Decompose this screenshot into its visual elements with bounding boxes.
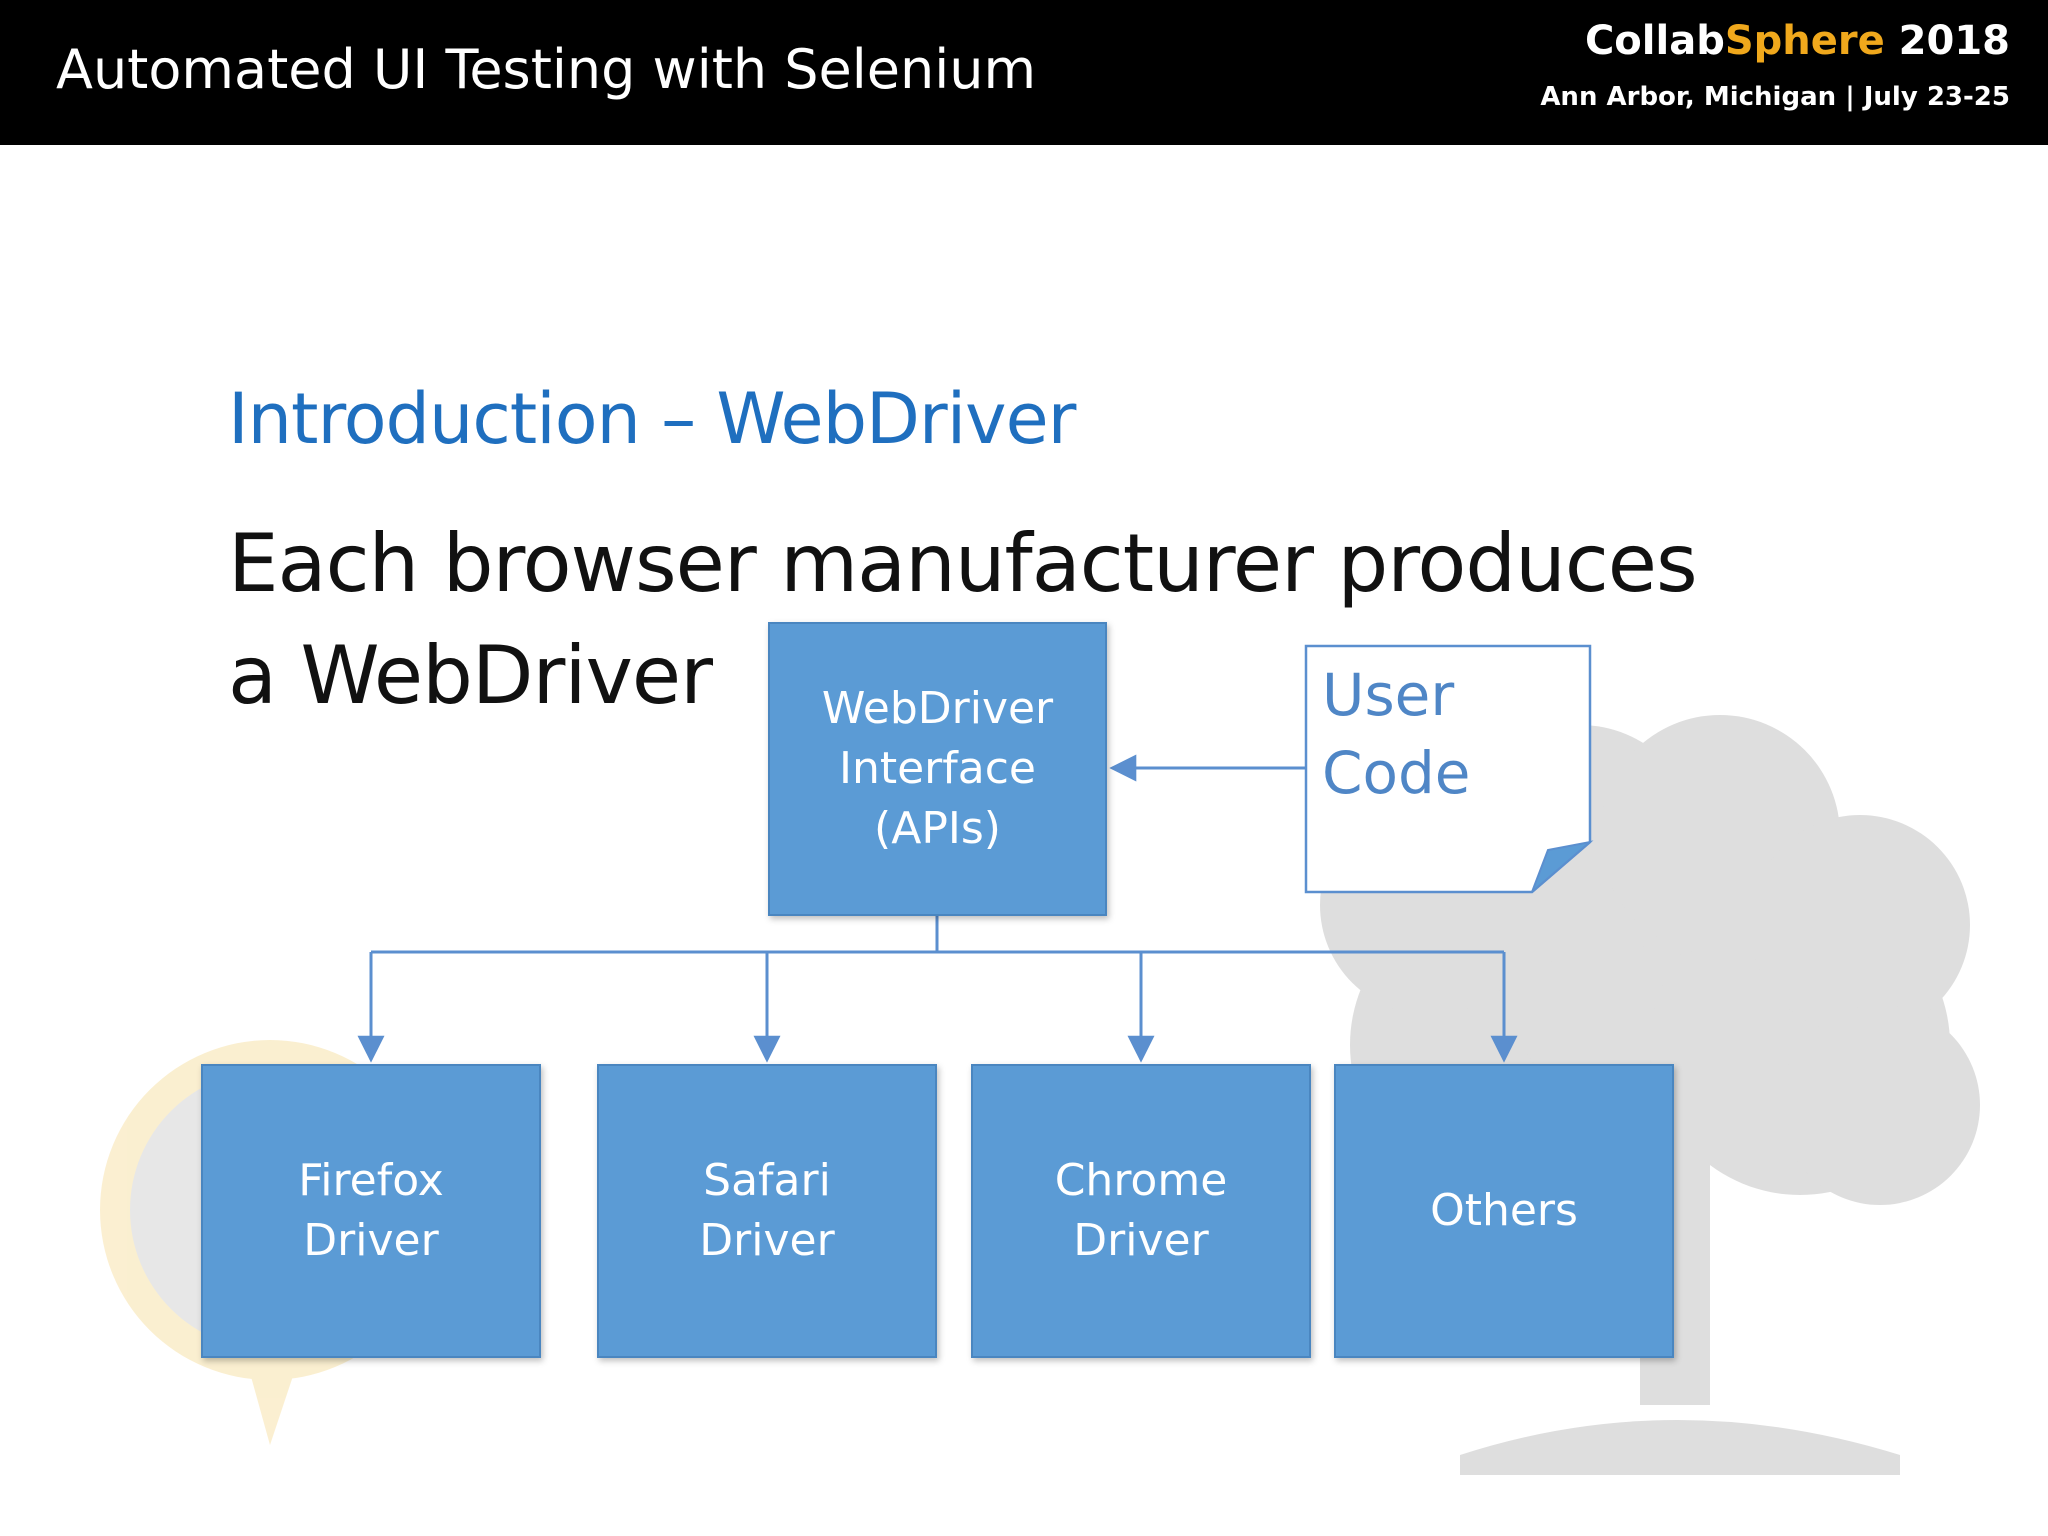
firefox-line-2: Driver (303, 1215, 439, 1266)
body-line-1: Each browser manufacturer produces (228, 517, 1698, 610)
safari-line-2: Driver (699, 1215, 835, 1266)
interface-line-1: WebDriver (821, 683, 1054, 734)
slide-title: Introduction – WebDriver (228, 378, 1076, 460)
header-bar: Automated UI Testing with Selenium Colla… (0, 0, 2048, 145)
conference-location-dates: Ann Arbor, Michigan | July 23-25 (1540, 82, 2010, 112)
conference-logo: CollabSphere 2018 Ann Arbor, Michigan | … (1540, 18, 2010, 112)
slide-body: Each browser manufacturer produces a Web… (228, 508, 1698, 732)
brand-sphere: Sphere (1724, 18, 1885, 64)
body-line-2: a WebDriver (228, 629, 713, 722)
chrome-line-2: Driver (1073, 1215, 1209, 1266)
chrome-line-1: Chrome (1054, 1155, 1228, 1206)
brand-collab: Collab (1584, 18, 1725, 64)
user-code-line-2: Code (1322, 739, 1471, 807)
others-driver-box: Others (1334, 1064, 1674, 1358)
user-code-label: User Code (1322, 656, 1470, 812)
user-code-line-1: User (1322, 661, 1455, 729)
webdriver-interface-box: WebDriver Interface (APIs) (768, 622, 1107, 916)
conference-name: CollabSphere 2018 (1540, 18, 2010, 64)
firefox-line-1: Firefox (298, 1155, 444, 1206)
interface-line-3: (APIs) (874, 803, 1001, 854)
others-line-1: Others (1430, 1185, 1578, 1236)
safari-driver-box: Safari Driver (597, 1064, 937, 1358)
interface-line-2: Interface (838, 743, 1036, 794)
chrome-driver-box: Chrome Driver (971, 1064, 1311, 1358)
firefox-driver-box: Firefox Driver (201, 1064, 541, 1358)
safari-line-1: Safari (703, 1155, 831, 1206)
user-code-note (1304, 644, 1594, 894)
brand-year: 2018 (1898, 18, 2010, 64)
presentation-title: Automated UI Testing with Selenium (56, 38, 1037, 101)
